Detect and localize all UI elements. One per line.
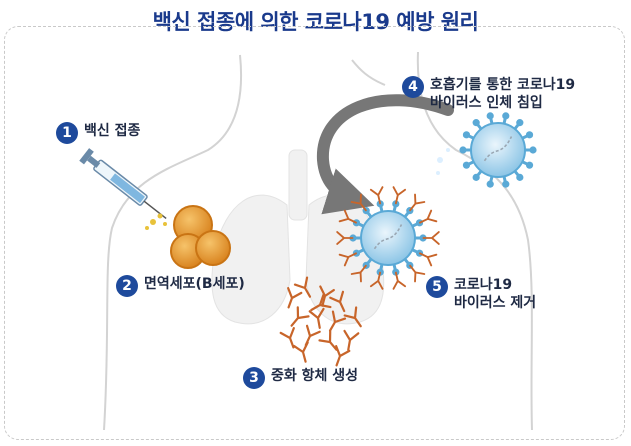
antibody-icon (304, 324, 321, 347)
step-1-badge: 1 (56, 122, 78, 144)
step-2-label: 2 면역세포(B세포) (116, 275, 245, 297)
step-3-text: 중화 항체 생성 (271, 368, 359, 384)
antibody-icon (319, 285, 335, 307)
antibody-icon (290, 306, 310, 327)
step-1-label: 1 백신 접종 (56, 122, 140, 144)
antibody-icon (279, 326, 295, 349)
diagram-frame (4, 26, 625, 440)
antibody-icon (310, 293, 332, 312)
antibody-icon (338, 209, 357, 224)
antibody-icon (336, 231, 354, 245)
step-2-text: 면역세포(B세포) (144, 276, 245, 292)
step-5-label: 5 코로나19 바이러스 제거 (426, 276, 536, 312)
antibody-icon (350, 193, 367, 212)
syringe-icon (79, 148, 167, 220)
page-title: 백신 접종에 의한 코로나19 예방 원리 (152, 10, 479, 34)
step-2-badge: 2 (116, 275, 138, 297)
antibody-icon (329, 290, 346, 313)
antibody-icon (369, 271, 384, 290)
antibody-icon (287, 286, 303, 309)
antibody-icon (409, 193, 426, 212)
step-4-text-line2: 바이러스 인체 침입 (430, 95, 543, 111)
antibody-icon (293, 341, 309, 363)
antibody-icon (392, 186, 407, 205)
coronavirus-neutralized-icon (336, 186, 440, 290)
antibody-icon (350, 264, 367, 283)
antibody-icon (409, 264, 426, 283)
step-5-badge: 5 (426, 276, 448, 298)
antibody-icon (293, 276, 312, 298)
droplets (436, 148, 450, 175)
vaccine-particles (145, 213, 167, 230)
step-4-label: 4 호흡기를 통한 코로나19 바이러스 인체 침입 (402, 76, 575, 112)
step-1-text: 백신 접종 (84, 123, 141, 139)
antibody-icon (318, 330, 338, 351)
step-4-badge: 4 (402, 76, 424, 98)
antibody-group (279, 276, 362, 367)
b-cell-cluster (170, 205, 231, 269)
antibody-icon (328, 310, 347, 332)
antibody-icon (369, 186, 384, 205)
step-5-text-line1: 코로나19 (454, 277, 513, 293)
antibody-icon (392, 271, 407, 290)
antibody-icon (343, 306, 362, 328)
antibody-icon (419, 209, 438, 224)
antibody-icon (419, 252, 438, 267)
step-3-label: 3 중화 항체 생성 (243, 367, 358, 389)
antibody-icon (308, 307, 325, 329)
antibody-icon (422, 231, 440, 245)
antibody-icon (335, 344, 351, 367)
antibody-icon (338, 252, 357, 267)
step-3-badge: 3 (243, 367, 265, 389)
antibody-icon (343, 329, 360, 351)
infection-arrow (316, 94, 454, 215)
step-5-text-line2: 바이러스 제거 (454, 295, 537, 311)
coronavirus-entering-icon (459, 112, 537, 188)
step-4-text-line1: 호흡기를 통한 코로나19 (430, 77, 576, 93)
